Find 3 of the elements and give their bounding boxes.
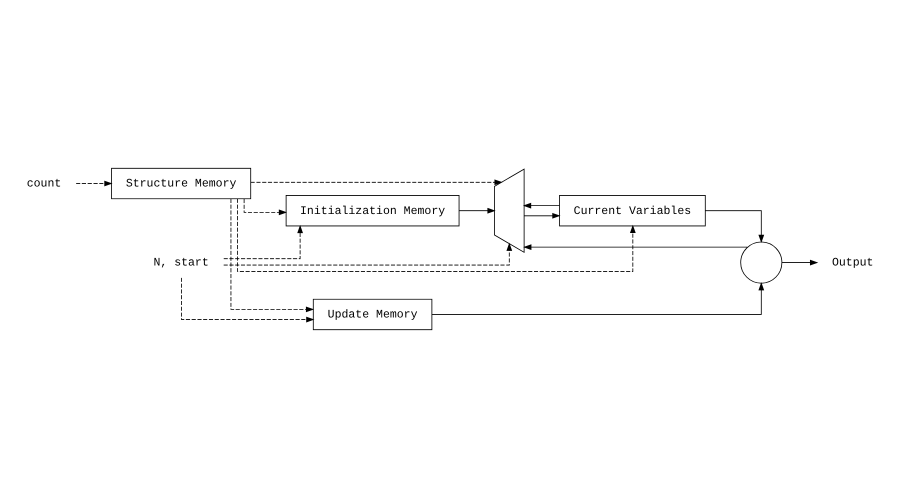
node-text: N, start	[153, 256, 209, 270]
node-text: Output	[832, 256, 874, 270]
node-text: count	[26, 178, 62, 191]
